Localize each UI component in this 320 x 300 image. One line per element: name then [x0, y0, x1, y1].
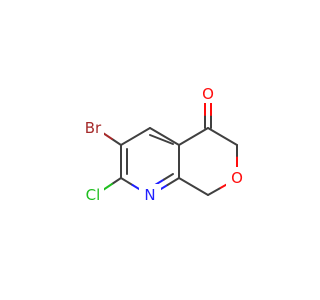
atom-label-nitrogen: N: [144, 186, 155, 204]
bond-c2-cl-b: [102, 183, 113, 191]
bond-c2-n1-a: [120, 177, 134, 186]
bond-c4-c3: [120, 127, 151, 146]
bond-c4a-c4: [149, 127, 180, 146]
bond-c4a-c4-double: [149, 134, 174, 145]
bond-o7-c8-b: [207, 187, 221, 196]
bond-c3-br-a: [111, 138, 122, 146]
bond-n1-c8a-b: [166, 177, 180, 186]
bond-c2-cl-a: [111, 177, 122, 185]
bond-lines: [102, 101, 238, 196]
bond-c3-br-b: [102, 132, 113, 140]
bond-c8-c8a: [178, 177, 209, 196]
atom-label-ring-oxygen-background: [226, 167, 248, 187]
bond-n1-c8a-double-b: [163, 173, 174, 181]
atom-label-chlorine: Cl: [86, 186, 101, 204]
atom-label-nitrogen-background: [139, 184, 161, 204]
atom-label-bromine-background: [82, 117, 104, 137]
atom-label-ring-oxygen: O: [231, 169, 243, 187]
atom-label-bromine: Br: [85, 119, 102, 137]
bond-c4a-c5: [178, 127, 209, 146]
bond-c5-c6: [207, 127, 238, 146]
atom-label-chlorine-background: [82, 184, 104, 204]
atom-label-carbonyl-oxygen: O: [202, 85, 214, 103]
atom-label-carbonyl-oxygen-background: [197, 83, 219, 103]
